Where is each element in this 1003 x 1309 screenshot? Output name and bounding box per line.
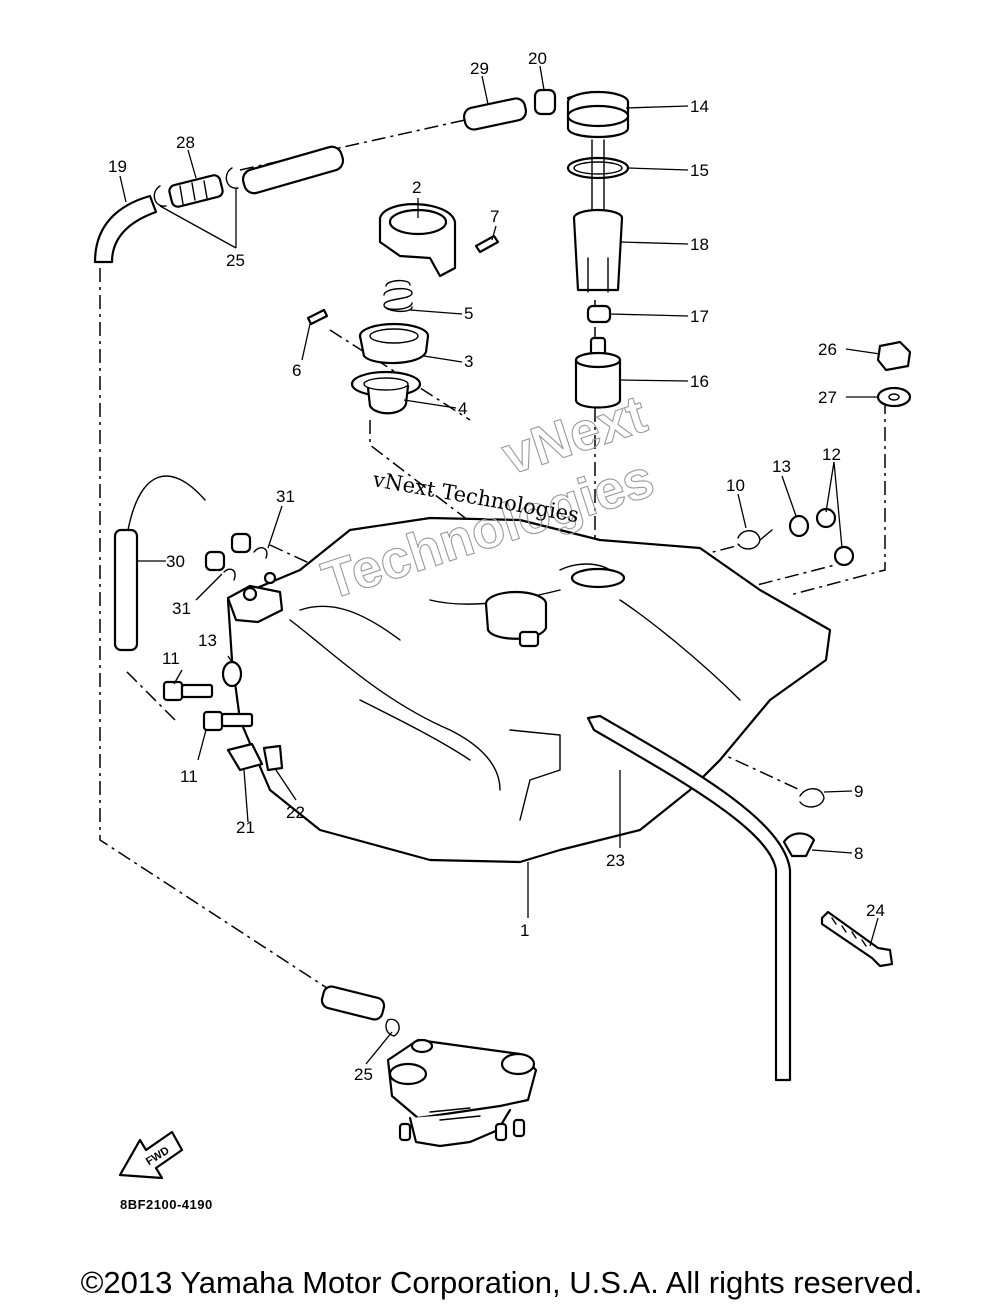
label-part-31-upper: 31	[276, 487, 295, 506]
label-part-20: 20	[528, 49, 547, 68]
label-part-14: 14	[690, 97, 709, 116]
part-16-float	[574, 336, 622, 409]
vent-hose-long	[241, 145, 345, 195]
part-18-strainer	[572, 208, 624, 293]
copyright-notice: ©2013 Yamaha Motor Corporation, U.S.A. A…	[80, 1265, 923, 1300]
label-part-22: 22	[286, 803, 305, 822]
part-4-neck-flange	[350, 370, 422, 415]
part-12-grommets	[815, 507, 855, 567]
part-7-pin	[474, 234, 500, 254]
label-part-15: 15	[690, 161, 709, 180]
part-26-nut	[876, 340, 912, 372]
part-30-vent-pipe	[113, 475, 206, 652]
diagram-code: 8BF2100-4190	[120, 1197, 213, 1212]
part-22-clip	[262, 744, 284, 772]
part-25-clip-bottom	[385, 1018, 400, 1037]
label-part-11-lower: 11	[180, 767, 198, 786]
part-27-washer	[876, 386, 912, 408]
part-11-bolt-lower	[202, 710, 254, 732]
part-10-clip	[737, 529, 773, 550]
part-9-clip	[799, 788, 825, 808]
label-part-17: 17	[690, 307, 709, 326]
label-part-30: 30	[166, 552, 185, 571]
part-11-bolt-upper	[162, 680, 214, 702]
fwd-arrow-icon: FWD	[118, 1130, 184, 1180]
label-part-29: 29	[470, 59, 489, 78]
label-part-2: 2	[412, 178, 421, 197]
part-20-clamp	[533, 88, 557, 116]
part-31-clips	[204, 532, 268, 581]
label-part-25-bottom: 25	[354, 1065, 373, 1084]
part-14-gauge-cap	[566, 90, 630, 139]
label-part-31-lower: 31	[172, 599, 191, 618]
label-part-3: 3	[464, 352, 473, 371]
label-part-18: 18	[690, 235, 709, 254]
label-part-12: 12	[822, 445, 841, 464]
label-part-9: 9	[854, 782, 863, 801]
label-part-21: 21	[236, 818, 255, 837]
label-part-11-upper: 11	[162, 649, 180, 668]
part-6-pin	[306, 308, 329, 326]
exploded-parts-diagram: FWD vNext Technologies vNext Technologie…	[93, 49, 912, 1180]
label-part-13-right: 13	[772, 457, 791, 476]
part-21-cap	[226, 742, 264, 772]
label-part-7: 7	[490, 207, 499, 226]
part-8-cap	[782, 832, 816, 858]
label-part-6: 6	[292, 361, 301, 380]
fuel-cock	[386, 1038, 538, 1148]
label-part-5: 5	[464, 304, 473, 323]
label-part-28: 28	[176, 133, 195, 152]
part-13-washer-left	[221, 660, 243, 688]
part-15-oring	[566, 156, 630, 180]
part-2-fuel-cap	[378, 203, 457, 278]
fuel-hose-lower	[320, 985, 386, 1021]
label-part-1: 1	[520, 921, 529, 940]
part-23-drain-hose	[586, 714, 792, 1082]
part-29-hose	[462, 97, 528, 131]
label-part-25-top: 25	[226, 251, 245, 270]
part-24-strap	[820, 910, 894, 968]
label-part-23: 23	[606, 851, 625, 870]
label-part-27: 27	[818, 388, 837, 407]
label-part-13-left: 13	[198, 631, 217, 650]
part-19-hose	[93, 194, 158, 264]
part-13-washer-right	[788, 514, 810, 538]
part-25-clips-top	[153, 167, 239, 207]
label-part-19: 19	[108, 157, 127, 176]
part-labels: 1 2 3 4 5 6 7 8 9 10 11 11 12 13 13 14 1…	[108, 49, 885, 1084]
label-part-4: 4	[458, 399, 467, 418]
part-28-joint	[168, 174, 224, 208]
part-5-spring	[383, 279, 413, 312]
part-3-gasket	[358, 322, 430, 365]
label-part-24: 24	[866, 901, 885, 920]
part-17-clip	[586, 304, 612, 324]
label-part-26: 26	[818, 340, 837, 359]
label-part-16: 16	[690, 372, 709, 391]
label-part-10: 10	[726, 476, 745, 495]
label-part-8: 8	[854, 844, 863, 863]
leader-lines	[119, 65, 881, 1065]
gauge-rod	[591, 139, 605, 216]
